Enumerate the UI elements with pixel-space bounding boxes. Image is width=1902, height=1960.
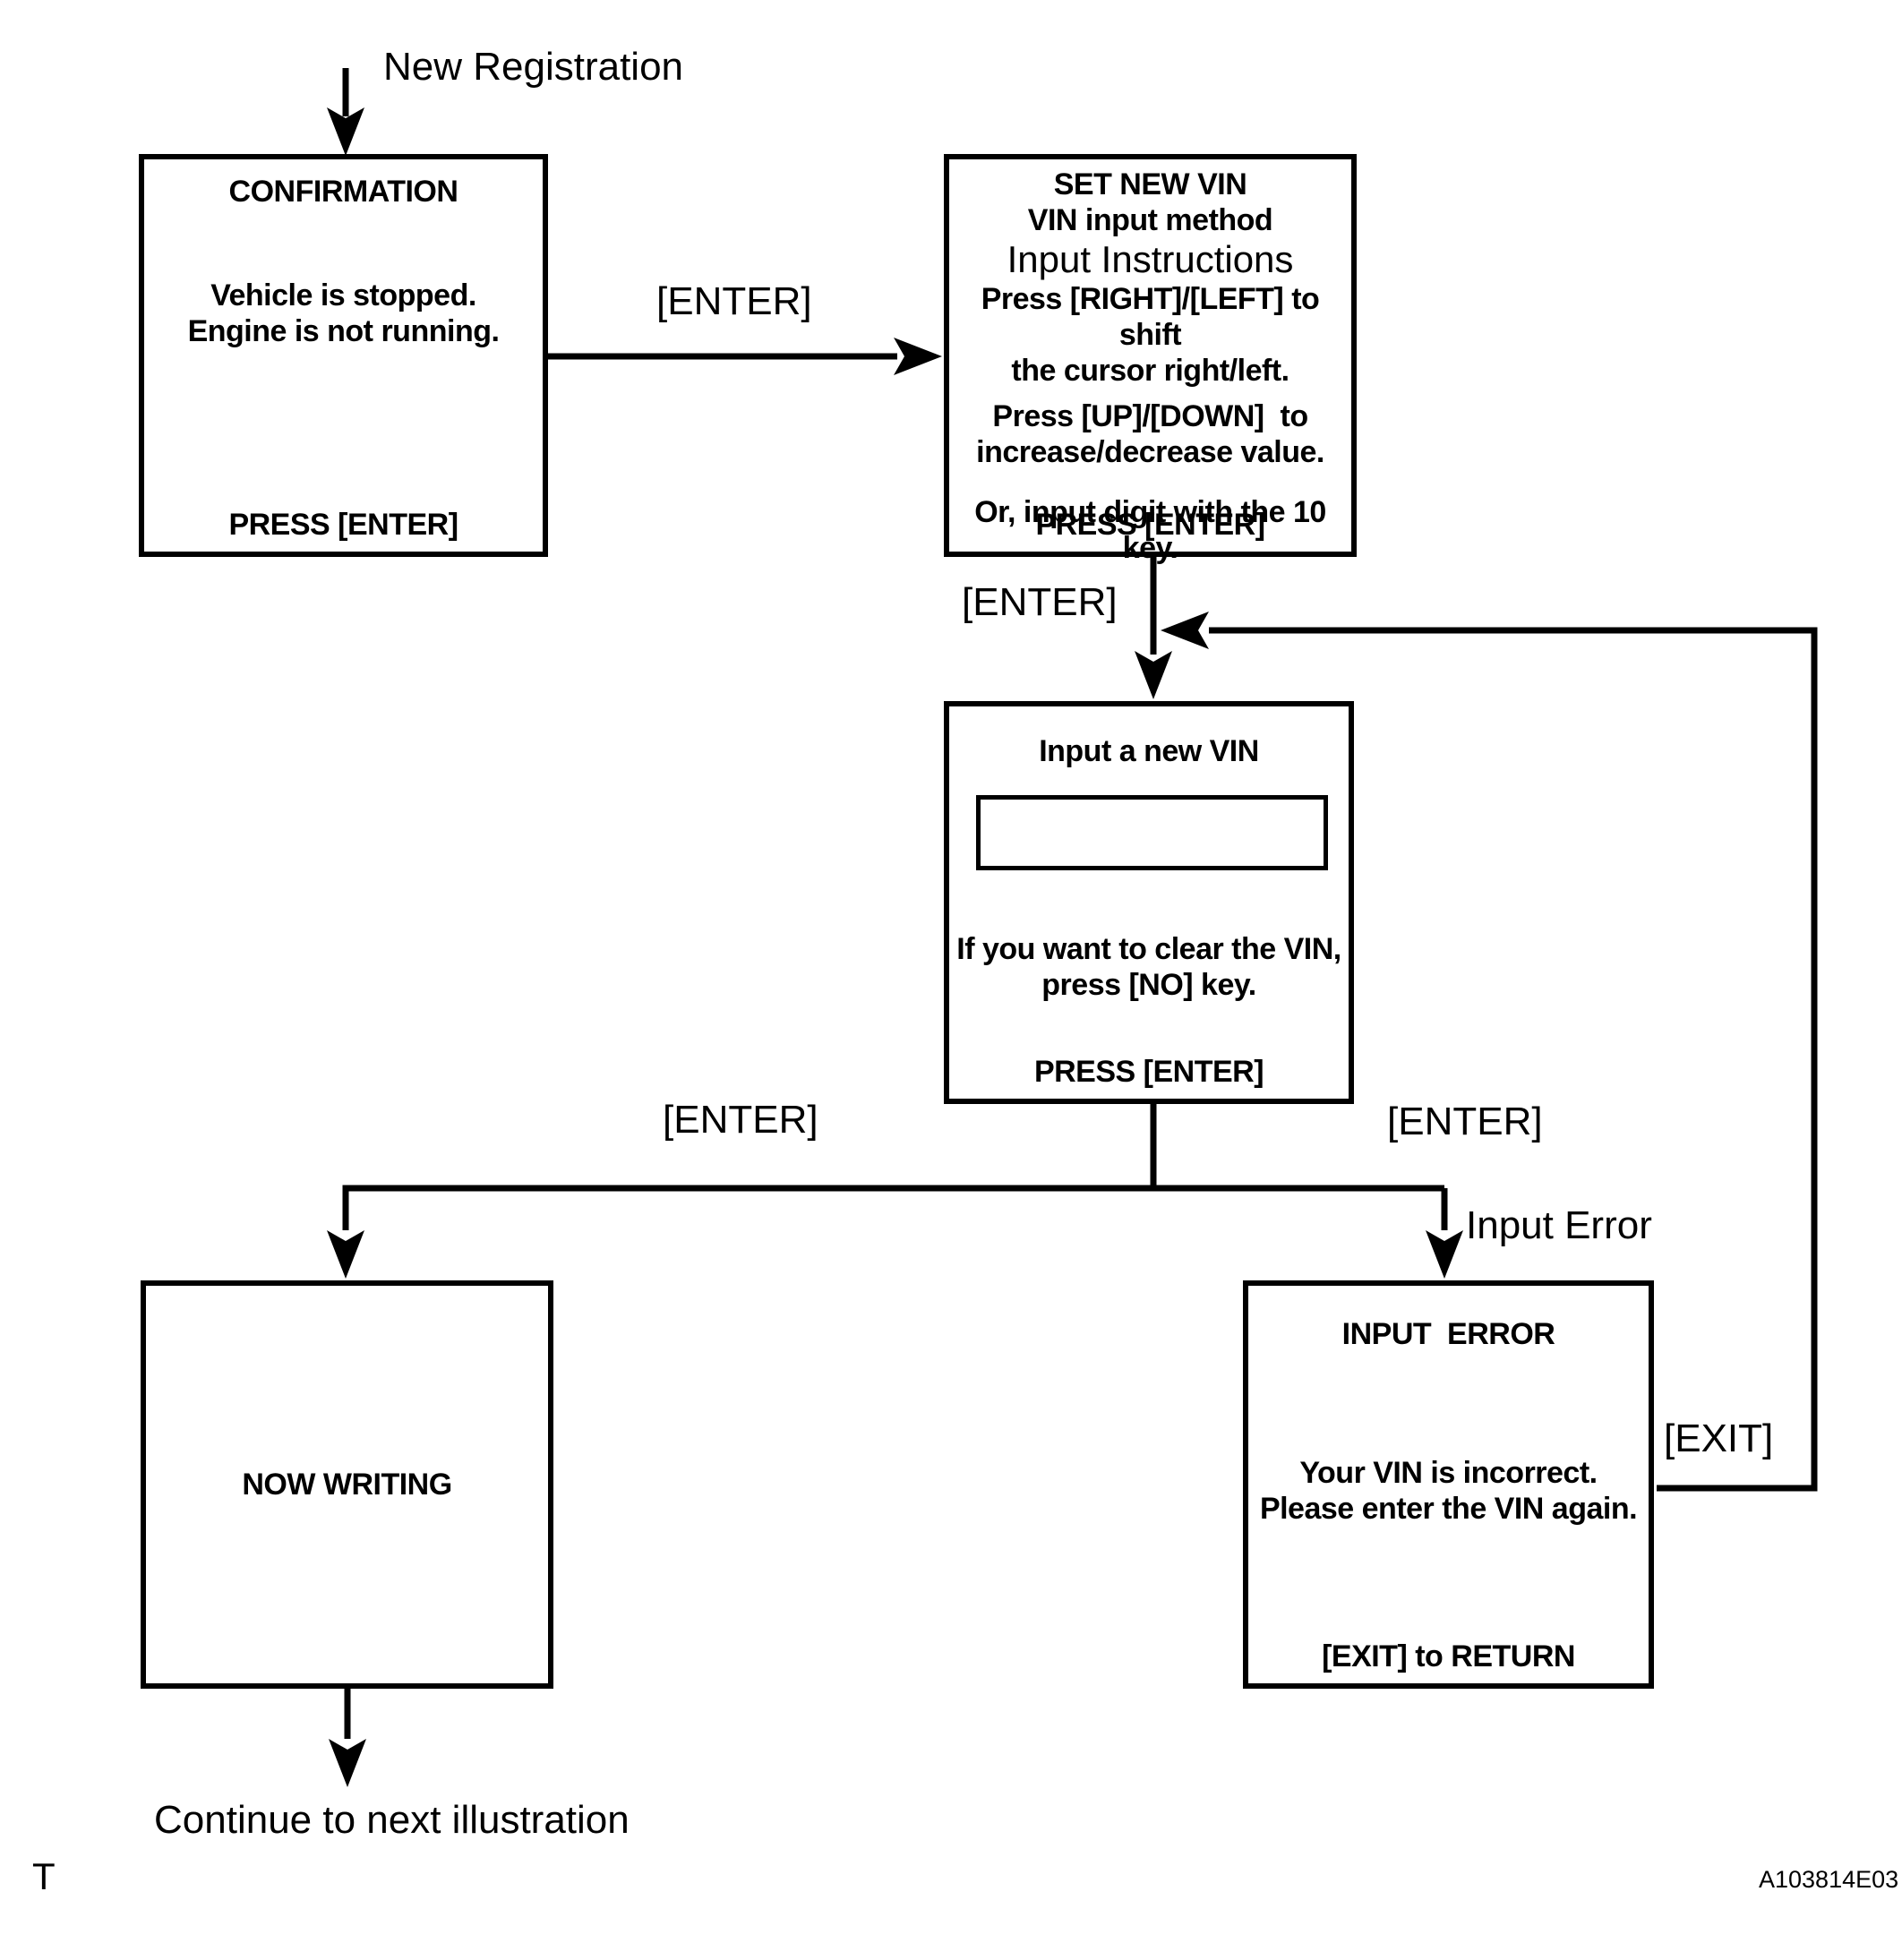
input-new-vin-box: Input a new VIN If you want to clear the…	[944, 701, 1354, 1104]
input-new-vin-footer: PRESS [ENTER]	[1033, 1055, 1264, 1089]
set-new-vin-note: Or, input digit with the 10 key.	[974, 495, 1334, 565]
enter-label-mid: [ENTER]	[962, 580, 1118, 624]
input-new-vin-body-line1: If you want to clear the VIN,	[956, 932, 1341, 966]
set-new-vin-subtitle: Input Instructions	[1007, 238, 1294, 280]
connector-split	[342, 1104, 1448, 1230]
set-new-vin-title-line2: VIN input method	[1027, 203, 1273, 237]
input-error-branch-label: Input Error	[1466, 1203, 1652, 1247]
set-new-vin-instr-line3: Press [UP]/[DOWN] to	[992, 399, 1308, 433]
input-error-box: INPUT ERROR Your VIN is incorrect. Pleas…	[1243, 1280, 1654, 1689]
input-error-body-line1: Your VIN is incorrect.	[1299, 1456, 1598, 1490]
arrowhead-into-inputvin	[1135, 651, 1172, 699]
arrowhead-into-nowwriting	[327, 1230, 364, 1279]
vin-input-field	[976, 795, 1328, 870]
set-new-vin-instr-line1: Press [RIGHT]/[LEFT] to shift	[981, 282, 1328, 352]
new-registration-label: New Registration	[383, 45, 684, 89]
confirmation-body-line2: Engine is not running.	[187, 314, 500, 348]
set-new-vin-title-line1: SET NEW VIN	[1053, 167, 1247, 201]
input-new-vin-title: Input a new VIN	[1039, 734, 1259, 768]
arrowhead-into-setvin	[894, 338, 942, 375]
set-new-vin-instr-line4: increase/decrease value.	[976, 435, 1324, 469]
now-writing-title: NOW WRITING	[242, 1468, 452, 1502]
now-writing-box: NOW WRITING	[141, 1280, 553, 1689]
input-error-body-line2: Please enter the VIN again.	[1259, 1492, 1638, 1526]
exit-label: [EXIT]	[1664, 1417, 1774, 1460]
confirmation-footer: PRESS [ENTER]	[228, 508, 458, 542]
arrowhead-return-left	[1161, 612, 1209, 649]
confirmation-box: CONFIRMATION Vehicle is stopped. Engine …	[139, 154, 548, 557]
input-error-title: INPUT ERROR	[1341, 1317, 1555, 1351]
enter-label-top: [ENTER]	[656, 279, 812, 323]
figure-code: A103814E03	[1759, 1866, 1899, 1893]
enter-label-bottom-right: [ENTER]	[1387, 1100, 1543, 1143]
continue-note-label: Continue to next illustration	[154, 1798, 630, 1842]
confirmation-body-line1: Vehicle is stopped.	[210, 278, 476, 312]
set-new-vin-instr-line2: the cursor right/left.	[1011, 354, 1289, 388]
input-error-footer: [EXIT] to RETURN	[1322, 1639, 1575, 1673]
connector-exit-return	[1209, 627, 1818, 1492]
page-marker: T	[32, 1855, 56, 1897]
enter-label-bottom-left: [ENTER]	[663, 1098, 818, 1142]
arrowhead-into-confirmation	[327, 107, 364, 156]
confirmation-title: CONFIRMATION	[228, 175, 458, 209]
arrowhead-continue	[329, 1739, 366, 1787]
set-new-vin-box: SET NEW VIN VIN input method Input Instr…	[944, 154, 1357, 565]
arrowhead-into-inputerror	[1426, 1230, 1463, 1279]
input-new-vin-body-line2: press [NO] key.	[1041, 968, 1256, 1002]
set-new-vin-footer: PRESS [ENTER]	[1035, 508, 1265, 542]
